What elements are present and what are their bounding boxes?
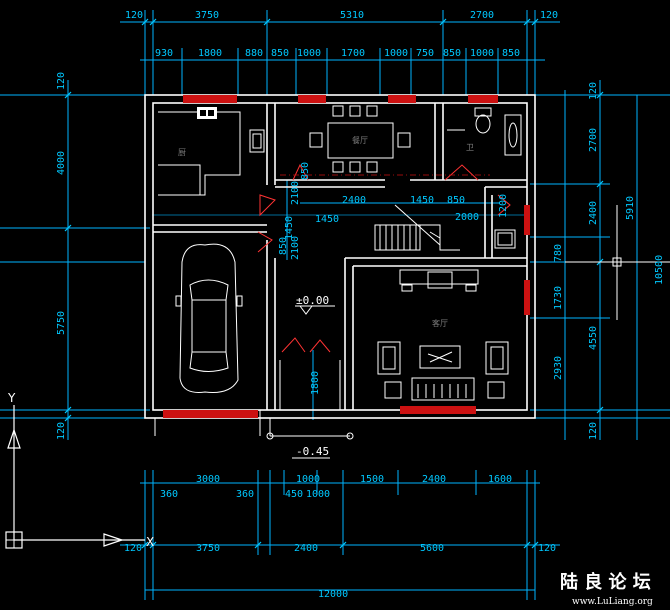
watermark-cn: 陆 良 论 坛 (560, 571, 651, 593)
watermark: 陆 良 论 坛 www.LuLiang.org (560, 571, 653, 607)
dim-right-6: 2930 (553, 356, 564, 380)
dim-top-5: 120 (540, 10, 558, 21)
dim-right2-1: 4550 (588, 326, 599, 350)
dim-int-6: 850 (447, 195, 465, 206)
dim-int-5: 1450 (410, 195, 434, 206)
level-markers (292, 305, 335, 459)
dim-int-13: 1000 (306, 489, 330, 500)
dim-bot1-3: 360 (236, 489, 254, 500)
windows (163, 95, 530, 418)
dim-bot1-1: 360 (160, 489, 178, 500)
dim-top2-5: 1000 (297, 48, 321, 59)
dim-int-11: 1800 (310, 371, 321, 395)
dim-right-total: 10500 (654, 255, 665, 285)
bottom-dimension-text: 360 3000 360 450 1000 1500 2400 1600 120… (124, 474, 556, 600)
dim-top2-2: 1800 (198, 48, 222, 59)
room-living: 客厅 (432, 318, 448, 328)
level-text: ±0.00 -0.45 (296, 294, 329, 458)
dim-top2-11: 850 (502, 48, 520, 59)
dim-top2-10: 1000 (470, 48, 494, 59)
top-dimension-text: 120 3750 5310 2700 120 930 1800 880 850 … (125, 10, 558, 59)
dim-int-3: 1450 (315, 214, 339, 225)
axis-labels: Y X (7, 391, 154, 549)
dim-bot2-2: 3750 (196, 543, 220, 554)
dim-top-1: 120 (125, 10, 143, 21)
dim-top2-7: 1000 (384, 48, 408, 59)
dim-int-10: 850 (278, 237, 289, 255)
living-furniture (377, 269, 509, 401)
right-dimension-text: 120 2700 2400 780 1730 2930 120 4550 591… (553, 82, 665, 440)
dim-int-4: 2400 (342, 195, 366, 206)
toilet-fixtures (447, 107, 522, 249)
room-labels: 厨 餐厅 卫 客厅 (178, 136, 474, 328)
dim-top-2: 3750 (195, 10, 219, 21)
dim-bot1-8: 1600 (488, 474, 512, 485)
dim-int-7: 1200 (498, 194, 509, 218)
dim-top2-1: 930 (155, 48, 173, 59)
dim-right-4: 780 (553, 244, 564, 262)
entrance-steps (154, 360, 354, 459)
staircase (374, 204, 460, 251)
dim-bot2-4: 5600 (420, 543, 444, 554)
room-kitchen: 厨 (178, 148, 186, 157)
dim-bot1-4: 450 (285, 489, 303, 500)
stove-icon (197, 107, 217, 119)
axis-y-label: Y (7, 391, 16, 405)
dim-top2-8: 750 (416, 48, 434, 59)
level-floor: ±0.00 (296, 294, 329, 307)
dim-right-7: 120 (588, 422, 599, 440)
axis-x-label: X (146, 535, 154, 549)
room-dining: 餐厅 (352, 136, 368, 145)
interior-dimension-text: 2100 850 1450 2400 1450 850 1200 2100 14… (278, 162, 509, 500)
dim-bot2-5: 120 (538, 543, 556, 554)
dim-int-2: 850 (300, 162, 311, 180)
left-dimension-text: 120 4000 5750 120 (56, 72, 67, 440)
room-toilet: 卫 (466, 143, 474, 152)
dimension-lines (0, 10, 670, 600)
dim-top2-4: 850 (271, 48, 289, 59)
dim-right2-2: 5910 (625, 196, 636, 220)
dim-left-4: 120 (56, 422, 67, 440)
crosshair-cursor (565, 205, 670, 320)
dim-left-1: 120 (56, 72, 67, 90)
dim-bot1-5: 1000 (296, 474, 320, 485)
dimension-ticks (64, 18, 604, 549)
dim-int-9: 1450 (284, 216, 295, 240)
dim-int-1: 2100 (290, 181, 301, 205)
dim-int-8: 2100 (290, 236, 301, 260)
dim-right-5: 1730 (553, 286, 564, 310)
dim-int-12: 2000 (455, 212, 479, 223)
dim-top-4: 2700 (470, 10, 494, 21)
dim-right-2: 2700 (588, 128, 599, 152)
dim-top-3: 5310 (340, 10, 364, 21)
dim-top2-3: 880 (245, 48, 263, 59)
car-icon (175, 243, 243, 393)
dim-bot2-3: 2400 (294, 543, 318, 554)
sink-icon (249, 129, 265, 153)
dim-top2-6: 1700 (341, 48, 365, 59)
ucs-icon (5, 405, 145, 549)
watermark-url: www.LuLiang.org (572, 597, 653, 607)
dim-bot1-2: 3000 (196, 474, 220, 485)
dim-left-3: 5750 (56, 311, 67, 335)
dim-top2-9: 850 (443, 48, 461, 59)
level-outside: -0.45 (296, 445, 329, 458)
dim-bot-total: 12000 (318, 589, 348, 600)
dim-bot1-6: 1500 (360, 474, 384, 485)
dining-table (309, 105, 411, 173)
doors (257, 163, 511, 353)
dim-right-1: 120 (588, 82, 599, 100)
dim-right-3: 2400 (588, 201, 599, 225)
dim-bot2-1: 120 (124, 543, 142, 554)
dim-left-2: 4000 (56, 151, 67, 175)
dim-bot1-7: 2400 (422, 474, 446, 485)
